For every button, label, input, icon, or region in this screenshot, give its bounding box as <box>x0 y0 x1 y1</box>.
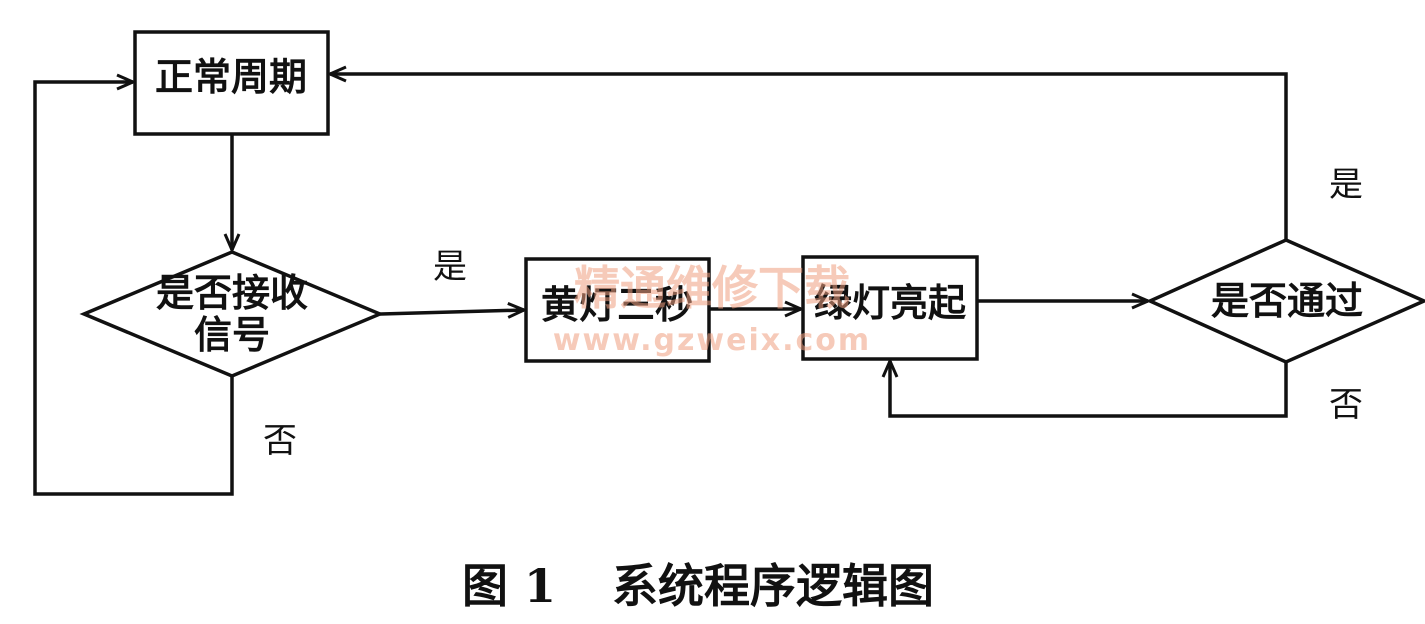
edge-receive-no-label: 否 <box>263 421 297 461</box>
receive-signal-label-line1: 是否接收 <box>156 271 308 315</box>
edge-passed-no-loop <box>890 361 1288 418</box>
receive-signal-label-line2: 信号 <box>194 313 270 357</box>
watermark-url: www.gzweix.com <box>553 323 871 358</box>
edge-receive-yes-label: 是 <box>433 247 467 287</box>
edge-passed-no-label: 否 <box>1329 385 1363 425</box>
yellow-light-label: 黄灯三秒 <box>541 283 693 327</box>
green-light-label: 绿灯亮起 <box>814 281 967 325</box>
caption-title: 系统程序逻辑图 <box>612 559 934 613</box>
passed-label: 是否通过 <box>1211 279 1363 323</box>
caption-label: 图 1 <box>462 559 556 613</box>
edge-passed-yes-loop <box>330 74 1288 240</box>
edge-passed-yes-label: 是 <box>1329 165 1363 205</box>
normal-cycle-label: 正常周期 <box>155 55 307 99</box>
edge-receive-to-yellow <box>379 310 524 314</box>
watermark-text: 精通维修下载 <box>574 261 850 315</box>
edge-receive-no-loop <box>33 82 234 496</box>
